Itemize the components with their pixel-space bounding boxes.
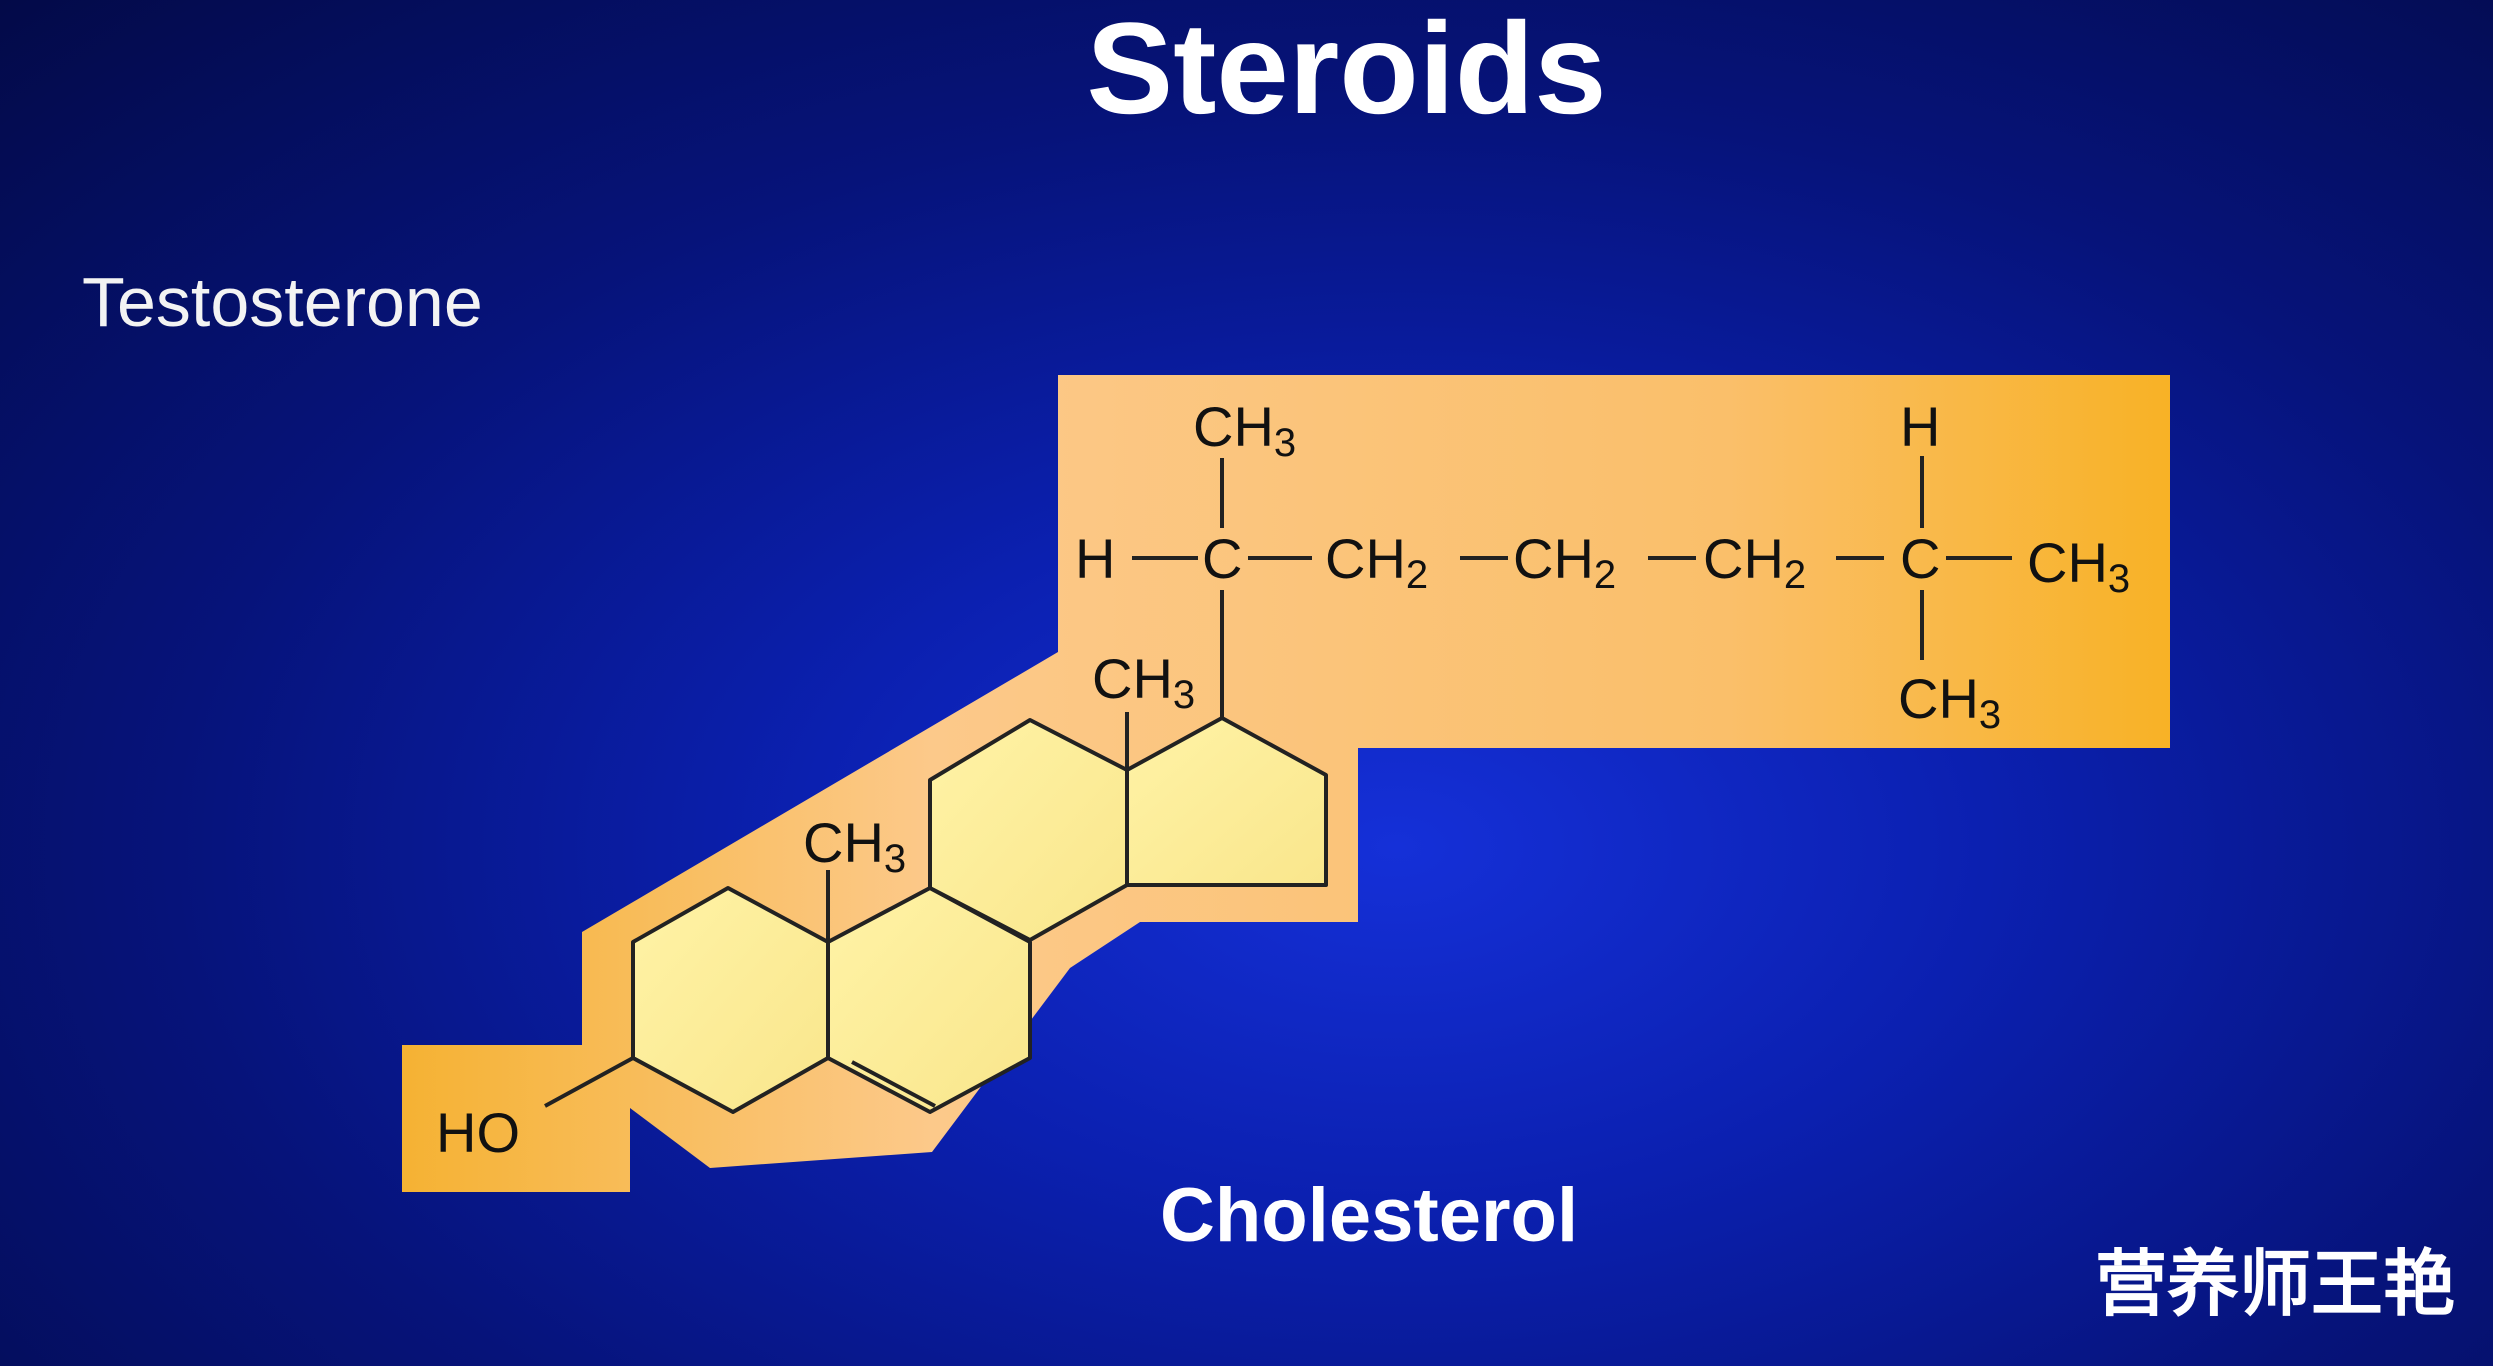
atom-c1: C [1202, 527, 1242, 590]
atom-ch2-2: CH2 [1513, 527, 1616, 597]
side-chain-bonds [1132, 456, 2012, 660]
atom-ho: HO [436, 1101, 520, 1164]
atom-h-top-right: H [1900, 395, 1940, 458]
slide-title: Steroids [1086, 0, 1607, 141]
watermark: 营养师王艳 [2094, 1242, 2455, 1326]
double-bond [851, 1060, 936, 1108]
bond-hydroxyl [544, 1056, 634, 1108]
subtitle-testosterone: Testosterone [82, 263, 483, 341]
caption-cholesterol: Cholesterol [1160, 1173, 1579, 1258]
atom-h-left: H [1075, 527, 1115, 590]
ring-system [631, 716, 1328, 1114]
ring-d [1125, 716, 1328, 887]
atom-c2: C [1900, 527, 1940, 590]
